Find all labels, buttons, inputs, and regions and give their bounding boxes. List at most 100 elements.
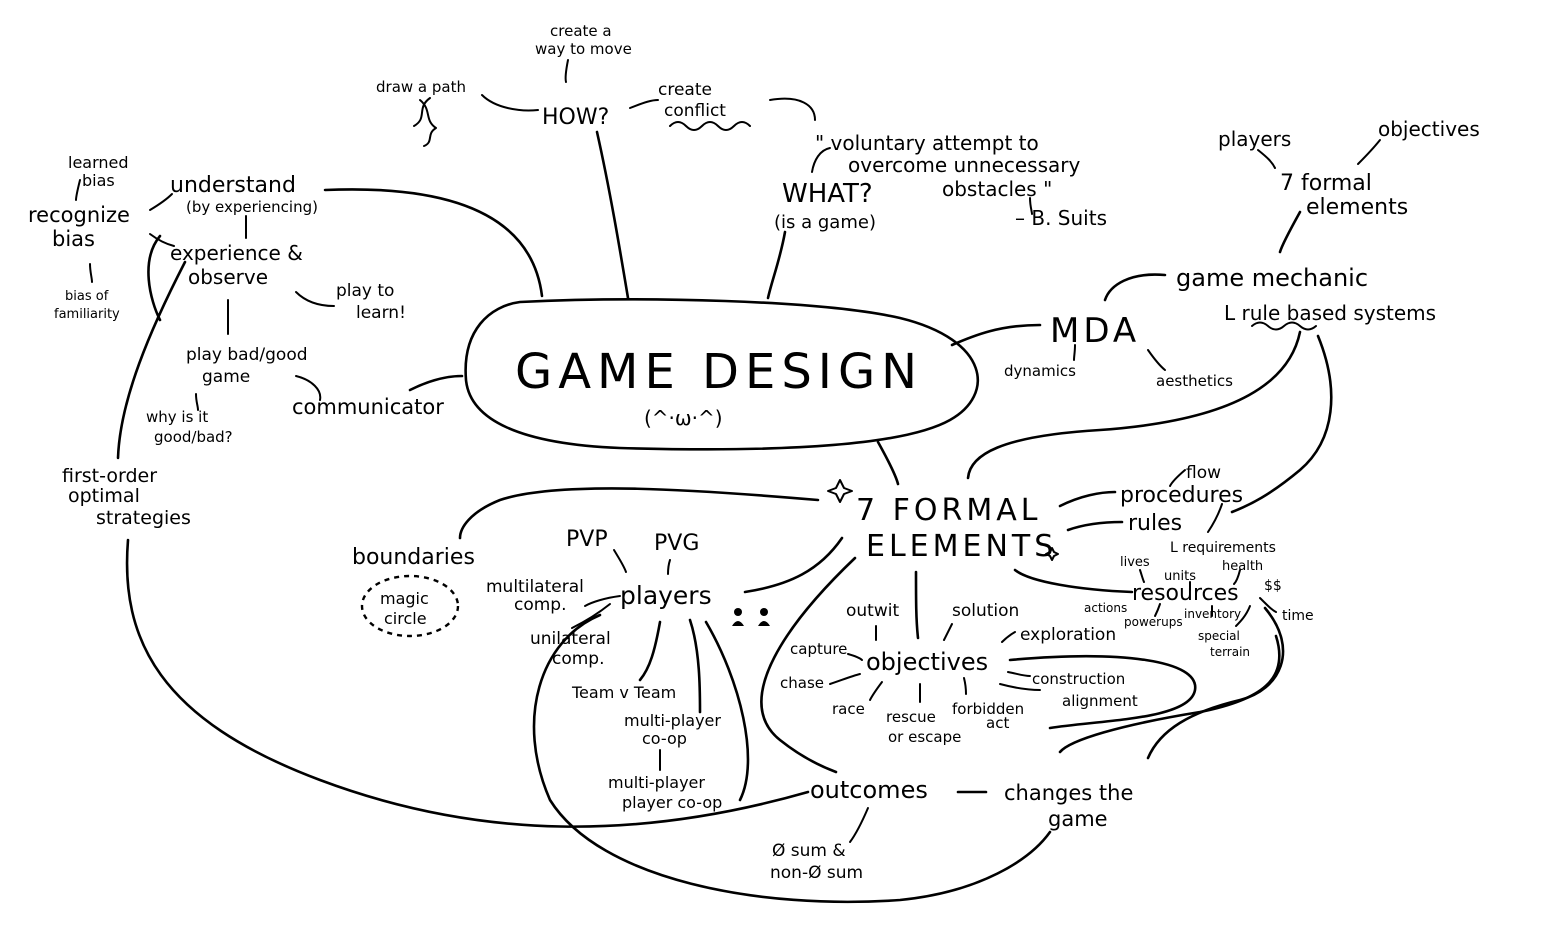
line-objectives-7formal bbox=[1357, 139, 1381, 165]
zero-sum-line2: non-Ø sum bbox=[770, 863, 863, 883]
line-center-formal bbox=[876, 440, 900, 486]
seven-formal-line2: elements bbox=[1306, 195, 1408, 220]
what-sub: (is a game) bbox=[774, 212, 876, 233]
line-pvp-players bbox=[613, 549, 627, 573]
line-recognize-understand bbox=[149, 193, 173, 211]
pvg: PVG bbox=[654, 531, 699, 556]
line-formal-resources bbox=[1013, 568, 1134, 594]
line-players-unilateral bbox=[571, 603, 611, 629]
squiggle-conflict bbox=[669, 121, 751, 131]
line-7formal-mechanic bbox=[1278, 210, 1302, 254]
line-objectives-forbidden bbox=[963, 677, 967, 695]
draw-path: draw a path bbox=[376, 78, 466, 96]
people-icon bbox=[732, 608, 770, 626]
line-mda-aesthetics bbox=[1147, 349, 1166, 371]
sparkle-icon bbox=[827, 479, 853, 503]
multi-player-coop-line1: multi-player bbox=[608, 773, 705, 792]
line-res-terrain bbox=[1235, 605, 1251, 627]
outcomes-label: outcomes bbox=[810, 776, 928, 804]
time: time bbox=[1282, 608, 1314, 624]
outwit: outwit bbox=[846, 601, 899, 621]
line-res-lives bbox=[1139, 569, 1145, 583]
line-rulebased-rules bbox=[1230, 334, 1333, 514]
line-outcomes-zerosum bbox=[849, 807, 869, 843]
multi-coop-line1: multi-player bbox=[624, 711, 721, 730]
bias-familiarity-line1: bias of bbox=[65, 289, 109, 304]
quote-line2: overcome unnecessary bbox=[848, 153, 1080, 177]
aesthetics: aesthetics bbox=[1156, 372, 1233, 390]
how-label: HOW? bbox=[542, 105, 609, 130]
lives: lives bbox=[1120, 555, 1150, 570]
line-res-time bbox=[1259, 597, 1277, 613]
play-to-learn-line1: play to bbox=[336, 281, 394, 301]
magic-circle-ring bbox=[360, 574, 460, 638]
line-objectives-construction bbox=[1007, 671, 1031, 677]
game-mechanic: game mechanic bbox=[1176, 264, 1368, 292]
line-res-health bbox=[1233, 569, 1241, 585]
forbidden-line1: forbidden bbox=[952, 700, 1024, 718]
labels: GAME DESIGN (^·ω·^) HOW? create a way to… bbox=[28, 22, 1480, 883]
line-players-multilateral bbox=[584, 595, 621, 607]
line-conflict-what bbox=[769, 97, 816, 121]
line-understand-center bbox=[323, 188, 544, 298]
magic-circle-line1: magic bbox=[380, 589, 429, 608]
rescue-line1: rescue bbox=[886, 708, 936, 726]
line-pvg-players bbox=[667, 559, 671, 575]
line-formal-players bbox=[743, 536, 844, 594]
chase: chase bbox=[780, 674, 824, 692]
line-formal-procedures bbox=[1058, 490, 1117, 508]
solution: solution bbox=[952, 601, 1019, 621]
sparkle-small-icon bbox=[1045, 547, 1059, 561]
right-objectives: objectives bbox=[1378, 117, 1480, 141]
health: health bbox=[1222, 559, 1263, 574]
line-objectives-exploration bbox=[1001, 631, 1016, 643]
path-doodle-icon bbox=[413, 97, 437, 147]
create-way-line2: way to move bbox=[535, 40, 632, 58]
understand: understand bbox=[170, 173, 296, 198]
create-way-line1: create a bbox=[550, 22, 612, 40]
requirements: L requirements bbox=[1170, 540, 1276, 556]
center-ellipse bbox=[464, 298, 980, 451]
resources: resources bbox=[1132, 581, 1239, 606]
line-communicator-center bbox=[408, 374, 464, 392]
play-to-learn-line2: learn! bbox=[356, 303, 406, 323]
experience-observe-line1: experience & bbox=[170, 241, 303, 265]
line-what-quote bbox=[811, 147, 831, 173]
line-res-powerups bbox=[1154, 603, 1161, 617]
formal-title-line1: 7 FORMAL bbox=[856, 493, 1041, 528]
units: units bbox=[1164, 569, 1196, 584]
alignment: alignment bbox=[1062, 692, 1138, 710]
changes-line1: changes the bbox=[1004, 781, 1133, 805]
flow: flow bbox=[1186, 463, 1221, 483]
quote-line3: obstacles " bbox=[942, 177, 1052, 201]
line-how-create-way bbox=[564, 59, 569, 83]
play-bad-good-line2: game bbox=[202, 367, 250, 387]
line-what-center bbox=[766, 230, 787, 300]
boundaries-label: boundaries bbox=[352, 545, 475, 570]
line-how-conflict bbox=[629, 99, 659, 109]
learned-bias-line2: bias bbox=[82, 171, 115, 190]
line-rules-changes bbox=[1058, 634, 1281, 754]
line-objectives-alignment bbox=[999, 683, 1041, 691]
actions: actions bbox=[1084, 601, 1127, 615]
seven-formal-line1: 7 formal bbox=[1280, 171, 1372, 196]
line-bias-familiarity bbox=[89, 263, 93, 283]
line-recognize-experience bbox=[149, 233, 175, 247]
mda: MDA bbox=[1050, 311, 1140, 351]
capture: capture bbox=[790, 640, 847, 658]
line-experience-learn bbox=[295, 291, 335, 307]
line-rules-requirements bbox=[1207, 503, 1223, 533]
multilateral-line1: multilateral bbox=[486, 577, 584, 597]
rules: rules bbox=[1128, 511, 1182, 536]
why-good-bad-line1: why is it bbox=[146, 408, 208, 426]
bias-familiarity-line2: familiarity bbox=[54, 307, 120, 322]
rule-based: L rule based systems bbox=[1224, 301, 1436, 325]
construction: construction bbox=[1032, 670, 1125, 688]
play-bad-good-line1: play bad/good bbox=[186, 345, 308, 365]
line-formal-rules bbox=[1066, 520, 1124, 532]
pvp: PVP bbox=[566, 527, 608, 552]
money: $$ bbox=[1264, 578, 1282, 594]
line-objectives-changes bbox=[1008, 654, 1197, 730]
why-good-bad-line2: good/bad? bbox=[154, 428, 233, 446]
